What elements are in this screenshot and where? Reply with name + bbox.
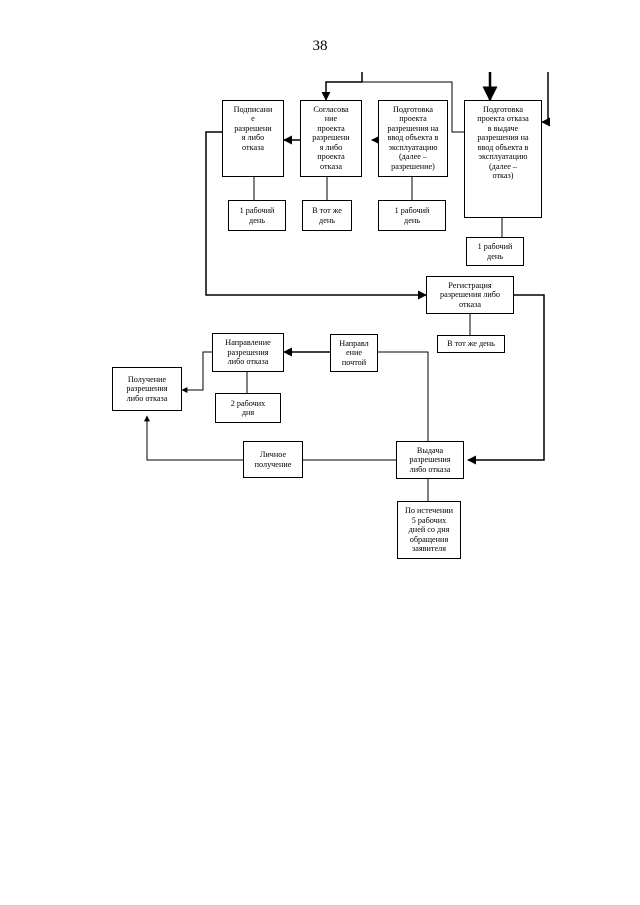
arrow-sending-to-receipt xyxy=(181,351,212,393)
page-number: 38 xyxy=(312,38,328,54)
arrow-signing-to-registration xyxy=(205,131,427,300)
sending-box: Направление разрешения либо отказа xyxy=(212,333,284,372)
registration-time-box: В тот же день xyxy=(437,335,505,353)
approval-box: Согласова ние проекта разрешени я либо п… xyxy=(300,100,362,177)
prep-refusal-box: Подготовка проекта отказа в выдаче разре… xyxy=(464,100,542,218)
sending-time-box: 2 рабочих дня xyxy=(215,393,281,423)
signing-time-box: 1 рабочий день xyxy=(228,200,286,231)
prep-permit-box: Подготовка проекта разрешения на ввод об… xyxy=(378,100,448,177)
signing-box: Подписани е разрешени я либо отказа xyxy=(222,100,284,177)
issuance-box: Выдача разрешения либо отказа xyxy=(396,441,464,479)
arrow-right-into-refusal-prep xyxy=(541,72,551,127)
prep-refusal-time-box: 1 рабочий день xyxy=(466,237,524,266)
personal-box: Личное получение xyxy=(243,441,303,478)
arrow-into-approval xyxy=(321,72,363,101)
by-mail-box: Направл ение почтой xyxy=(330,334,378,372)
approval-time-box: В тот же день xyxy=(302,200,352,231)
registration-box: Регистрация разрешения либо отказа xyxy=(426,276,514,314)
receipt-box: Получение разрешения либо отказа xyxy=(112,367,182,411)
connector-to-refusal-prep xyxy=(362,81,464,133)
connector-issuance-to-mail xyxy=(378,351,429,441)
arrow-registration-to-issuance xyxy=(467,294,545,465)
arrow-personal-to-receipt xyxy=(144,415,243,461)
issuance-time-box: По истечении 5 рабочих дней со дня обращ… xyxy=(397,501,461,559)
prep-permit-time-box: 1 рабочий день xyxy=(378,200,446,231)
